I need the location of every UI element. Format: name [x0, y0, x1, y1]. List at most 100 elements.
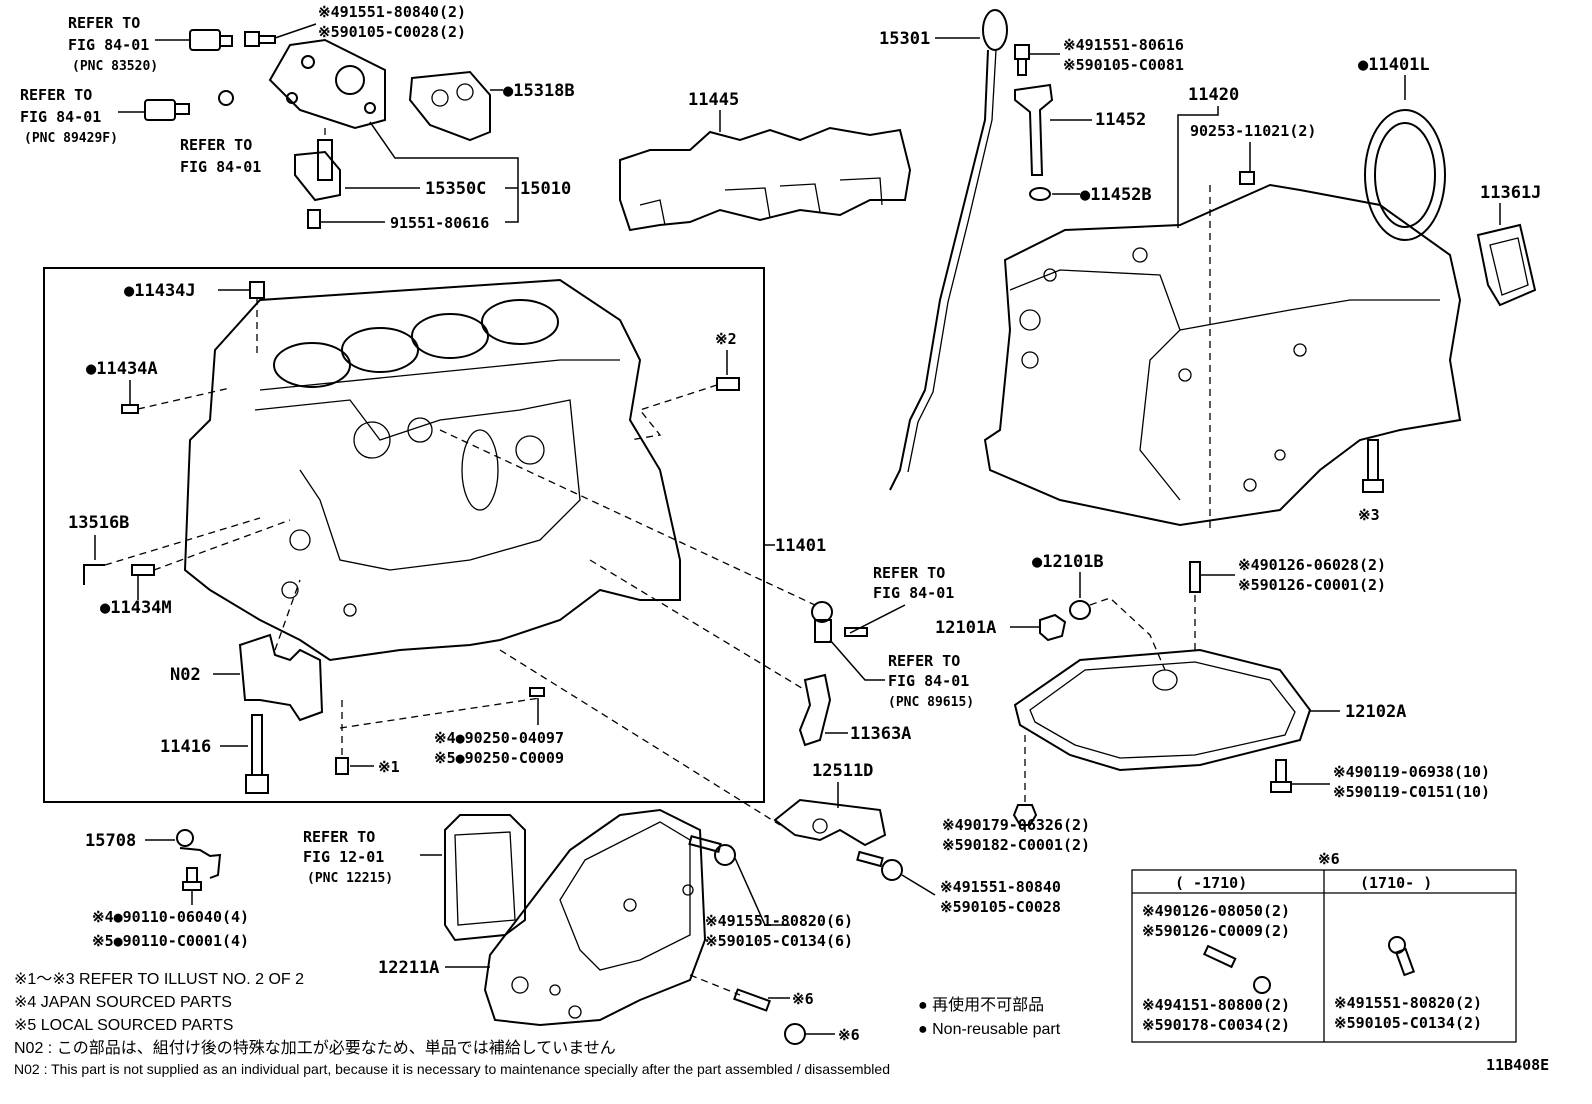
label-90253: 90253-11021(2) — [1190, 122, 1316, 140]
svg-text:※590105-C0134(2): ※590105-C0134(2) — [1334, 1014, 1482, 1032]
leader-11420 — [1177, 106, 1219, 228]
svg-text:※590119-C0151(10): ※590119-C0151(10) — [1333, 783, 1490, 801]
label-91551-80616: 91551-80616 — [390, 214, 489, 232]
svg-text:(PNC 12215): (PNC 12215) — [307, 871, 393, 886]
dash-11363a — [589, 559, 806, 691]
bolt-12511-label: ※491551-80840 ※590105-C0028 — [940, 878, 1061, 916]
label-mark6-a: ※6 — [792, 990, 814, 1008]
pipe-13516b-icon — [83, 564, 105, 585]
svg-text:FIG 84-01: FIG 84-01 — [20, 108, 101, 126]
svg-text:FIG 84-01: FIG 84-01 — [68, 36, 149, 54]
oil-gauge-guide-11452-shape — [1014, 83, 1054, 176]
variant-table — [1131, 869, 1517, 1043]
label-12511d: 12511D — [812, 761, 873, 781]
table-bolt-icon — [1388, 936, 1416, 977]
refer-label-89615: REFER TO FIG 84-01 (PNC 89615) — [888, 652, 974, 710]
label-mark1: ※1 — [378, 758, 400, 776]
cover-12215-shape — [444, 814, 526, 942]
svg-text:※590126-C0009(2): ※590126-C0009(2) — [1142, 922, 1290, 940]
note-5: N02 : This part is not supplied as an in… — [14, 1061, 890, 1077]
dash-pin-a — [339, 697, 541, 729]
bearing-cap-n02-shape — [238, 633, 324, 722]
oil-pan-12102a-shape — [1013, 648, 1312, 772]
pin-11434m-icon — [131, 564, 155, 576]
dash-13516b — [104, 517, 261, 566]
label-12102a: 12102A — [1345, 702, 1406, 722]
svg-text:※490126-06028(2): ※490126-06028(2) — [1238, 556, 1386, 574]
dash-stud-6 — [689, 974, 741, 996]
svg-text:(PNC 89615): (PNC 89615) — [888, 695, 974, 710]
refer-label-12215: REFER TO FIG 12-01 (PNC 12215) — [303, 828, 393, 886]
label-11452: 11452 — [1095, 110, 1146, 130]
svg-text:※590105-C0134(6): ※590105-C0134(6) — [705, 932, 853, 950]
svg-text:※494151-80800(2): ※494151-80800(2) — [1142, 996, 1290, 1014]
table-c1-a-label: ※490126-08050(2) ※590126-C0009(2) — [1142, 902, 1290, 940]
svg-text:※5●90250-C0009: ※5●90250-C0009 — [434, 749, 564, 767]
nut-pan-icon — [1012, 804, 1038, 826]
drain-plug-12101a-icon — [1039, 613, 1067, 642]
legend-non-reusable-jp: ● 再使用不可部品 — [918, 996, 1044, 1014]
bolt-12211-icon — [688, 835, 736, 866]
leader-refer-e — [829, 639, 885, 681]
label-11434a: ●11434A — [86, 359, 158, 379]
table-col1-header: ( -1710) — [1175, 874, 1247, 892]
svg-text:※590126-C0001(2): ※590126-C0001(2) — [1238, 576, 1386, 594]
label-mark2: ※2 — [715, 330, 737, 348]
svg-text:REFER TO: REFER TO — [180, 136, 252, 154]
label-11434m: ●11434M — [100, 598, 172, 618]
label-13516b: 13516B — [68, 513, 129, 533]
oil-seal-11401l-shape — [1364, 109, 1446, 241]
dash-drain — [1089, 597, 1166, 671]
baffle-11363a-shape — [798, 673, 832, 747]
label-mark6-b: ※6 — [838, 1026, 860, 1044]
table-title: ※6 — [1318, 850, 1340, 868]
table-stud-icon — [1202, 944, 1237, 969]
note-3: ※5 LOCAL SOURCED PARTS — [14, 1017, 233, 1034]
label-15708: 15708 — [85, 831, 136, 851]
crankcase-11420-shape — [983, 183, 1462, 527]
legend-non-reusable-en: ● Non-reusable part — [918, 1021, 1061, 1038]
oil-level-gauge-shape — [889, 9, 1008, 491]
note-4: N02 : この部品は、組付け後の特殊な加工が必要なため、単品では補給していませ… — [14, 1039, 616, 1057]
leader-15010 — [369, 121, 519, 223]
svg-text:REFER TO: REFER TO — [888, 652, 960, 670]
dash-mark2 — [629, 384, 718, 441]
table-c2-label: ※491551-80820(2) ※590105-C0134(2) — [1334, 994, 1482, 1032]
knock-sensor-icon — [811, 601, 833, 643]
note-2: ※4 JAPAN SOURCED PARTS — [14, 994, 232, 1011]
label-11452b: ●11452B — [1080, 185, 1152, 205]
label-15318b: ●15318B — [503, 81, 575, 101]
svg-text:FIG 84-01: FIG 84-01 — [873, 584, 954, 602]
label-12101b: ●12101B — [1032, 552, 1104, 572]
leader-bolt-12511 — [901, 874, 936, 896]
svg-text:FIG 12-01: FIG 12-01 — [303, 848, 384, 866]
nut-mark6-icon — [784, 1023, 806, 1045]
svg-text:(PNC 89429F): (PNC 89429F) — [24, 131, 118, 146]
svg-text:(PNC 83520): (PNC 83520) — [72, 59, 158, 74]
svg-text:※590105-C0081: ※590105-C0081 — [1063, 56, 1184, 74]
svg-text:FIG 84-01: FIG 84-01 — [180, 158, 261, 176]
svg-text:※4●90110-06040(4): ※4●90110-06040(4) — [92, 908, 249, 926]
svg-text:※5●90110-C0001(4): ※5●90110-C0001(4) — [92, 932, 249, 950]
label-11445: 11445 — [688, 90, 739, 110]
svg-text:※491551-80820(6): ※491551-80820(6) — [705, 912, 853, 930]
gasket-15318b-shape — [408, 70, 491, 142]
bracket-12511d-shape — [773, 798, 887, 847]
svg-text:REFER TO: REFER TO — [303, 828, 375, 846]
label-11434j: ●11434J — [124, 281, 196, 301]
svg-text:※490126-08050(2): ※490126-08050(2) — [1142, 902, 1290, 920]
pin-90250-icon — [529, 687, 545, 697]
oil-pump-body-shape — [268, 38, 386, 130]
bolt-top-b-icon — [1014, 44, 1060, 76]
stud-pan-icon — [1189, 561, 1201, 593]
svg-text:REFER TO: REFER TO — [20, 86, 92, 104]
figure-code: 11B408E — [1486, 1056, 1549, 1074]
label-11420: 11420 — [1188, 85, 1239, 105]
sensor-83520 — [155, 29, 233, 51]
oil-jet-15708-shape — [176, 829, 222, 879]
bolt-top-b-label: ※491551-80616 ※590105-C0081 — [1063, 36, 1184, 74]
svg-text:※590105-C0028(2): ※590105-C0028(2) — [318, 23, 466, 41]
table-col2-header: (1710- ) — [1360, 874, 1432, 892]
